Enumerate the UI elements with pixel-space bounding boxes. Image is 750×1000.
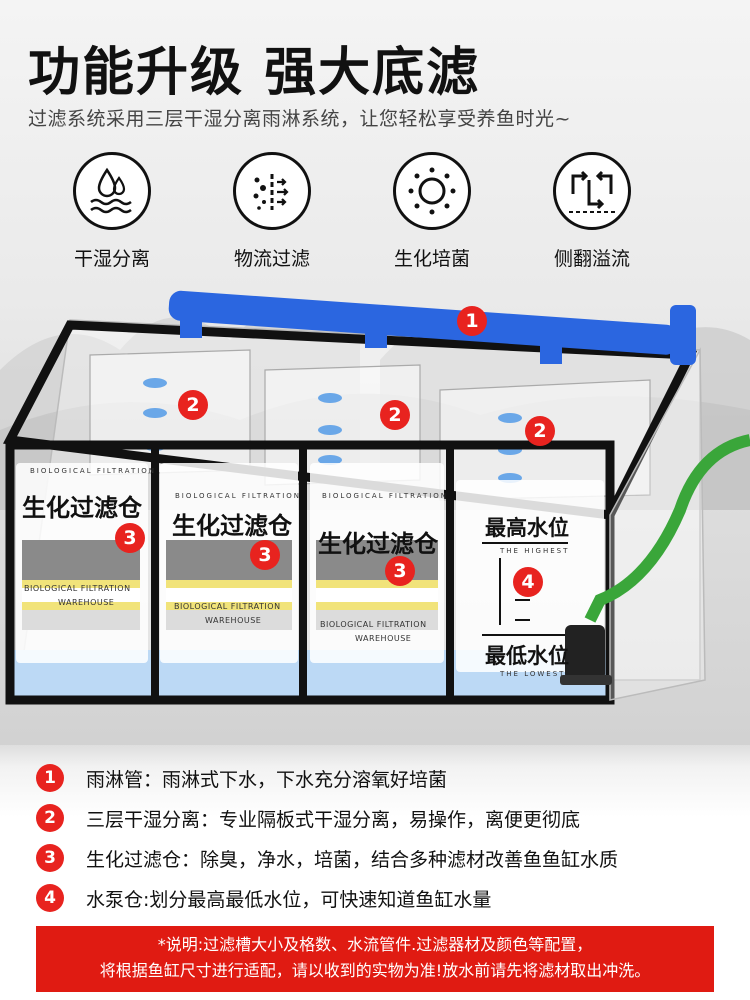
feature-dry-wet-separation: 干湿分离	[37, 152, 187, 271]
badge-rain-pipe: 1	[457, 306, 487, 336]
feature-side-overflow: 侧翻溢流	[517, 152, 667, 271]
panel-en-bottom: BIOLOGICAL FILTRATION	[320, 620, 427, 629]
panel-en-top: BIOLOGICAL FILTRATION	[322, 492, 449, 500]
badge-tray-1: 2	[178, 390, 208, 420]
panel-en-bottom2: WAREHOUSE	[355, 634, 412, 643]
water-low-label: 最低水位	[485, 644, 569, 668]
disclaimer-note: *说明:过滤槽大小及格数、水流管件.过滤器材及颜色等配置， 将根据鱼缸尺寸进行适…	[36, 926, 714, 992]
feature-label: 侧翻溢流	[553, 248, 630, 270]
filter-tank-illustration: BIOLOGICAL FILTRATION BIOLOGICAL FILTRAT…	[0, 280, 750, 745]
legend-text: 三层干湿分离：专业隔板式干湿分离，易操作，离便更彻底	[86, 808, 581, 831]
panel-en-bottom2: WAREHOUSE	[58, 598, 115, 607]
badge-bio-3: 3	[385, 556, 415, 586]
feature-label: 物流过滤	[233, 248, 310, 270]
water-low-en: THE LOWEST	[500, 670, 566, 678]
badge-bio-2: 3	[250, 540, 280, 570]
legend-section: 1 雨淋管：雨淋式下水，下水充分溶氧好培菌 2 三层干湿分离：专业隔板式干湿分离…	[0, 745, 750, 925]
legend-number: 3	[36, 844, 64, 872]
legend-item: 3 生化过滤仓：除臭，净水，培菌，结合多种滤材改善鱼鱼缸水质	[36, 840, 618, 876]
panel-en-bottom2: WAREHOUSE	[205, 616, 262, 625]
note-line-2: 将根据鱼缸尺寸进行适配，请以收到的实物为准!放水前请先将滤材取出冲洗。	[99, 961, 651, 980]
panel-label: 生化过滤仓	[172, 512, 292, 540]
page-title: 功能升级 强大底滤	[28, 43, 481, 103]
water-high-en: THE HIGHEST	[500, 547, 570, 555]
panel-en-top: BIOLOGICAL FILTRATION	[175, 492, 302, 500]
badge-bio-1: 3	[115, 523, 145, 553]
feature-label: 生化培菌	[393, 248, 470, 270]
water-drops-icon	[73, 152, 151, 230]
legend-text: 生化过滤仓：除臭，净水，培菌，结合多种滤材改善鱼鱼缸水质	[86, 848, 619, 871]
panel-en-bottom: BIOLOGICAL FILTRATION	[174, 602, 281, 611]
panel-label: 生化过滤仓	[318, 530, 438, 558]
legend-item: 2 三层干湿分离：专业隔板式干湿分离，易操作，离便更彻底	[36, 800, 580, 836]
badge-tray-3: 2	[525, 416, 555, 446]
filter-particles-icon	[233, 152, 311, 230]
legend-number: 2	[36, 804, 64, 832]
overflow-arrows-icon	[553, 152, 631, 230]
water-high-label: 最高水位	[485, 516, 569, 540]
rain-pipe	[168, 290, 696, 365]
feature-label: 干湿分离	[73, 248, 150, 270]
feature-bio-culture: 生化培菌	[357, 152, 507, 271]
panel-en-bottom: BIOLOGICAL FILTRATION	[24, 584, 131, 593]
page-subtitle: 过滤系统采用三层干湿分离雨淋系统，让您轻松享受养鱼时光~	[28, 108, 571, 130]
feature-physical-filtration: 物流过滤	[197, 152, 347, 271]
panel-en-top: BIOLOGICAL FILTRATION	[30, 467, 157, 475]
bacteria-circle-icon	[393, 152, 471, 230]
legend-text: 雨淋管：雨淋式下水，下水充分溶氧好培菌	[86, 768, 448, 791]
badge-tray-2: 2	[380, 400, 410, 430]
top-section: 功能升级 强大底滤 过滤系统采用三层干湿分离雨淋系统，让您轻松享受养鱼时光~ 干…	[0, 0, 750, 745]
legend-item: 1 雨淋管：雨淋式下水，下水充分溶氧好培菌	[36, 760, 447, 796]
panel-label: 生化过滤仓	[22, 494, 142, 522]
legend-item: 4 水泵仓:划分最高最低水位，可快速知道鱼缸水量	[36, 880, 491, 916]
badge-pump: 4	[513, 567, 543, 597]
note-line-1: *说明:过滤槽大小及格数、水流管件.过滤器材及颜色等配置，	[157, 935, 593, 954]
legend-text: 水泵仓:划分最高最低水位，可快速知道鱼缸水量	[86, 888, 492, 911]
legend-number: 1	[36, 764, 64, 792]
legend-number: 4	[36, 884, 64, 912]
